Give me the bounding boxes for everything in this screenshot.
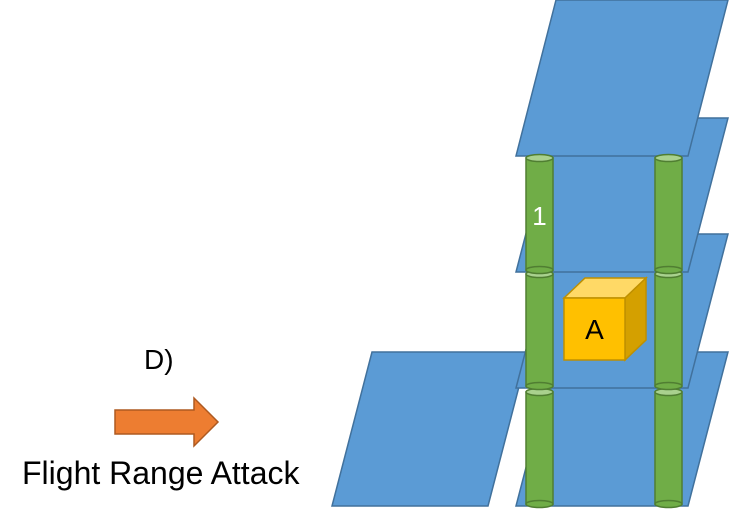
attack-caption: Flight Range Attack [22,455,300,491]
pillar-lower-right [654,387,683,509]
cube-label: A [585,314,604,345]
pillar-middle-left [525,269,554,391]
pillar-middle-right [654,269,683,391]
ground-platform-left [331,351,529,507]
pillar-number-label: 1 [532,201,546,231]
tower-top-platform [515,0,729,157]
pillar-upper-left [525,153,554,275]
pillar-lower-left [525,387,554,509]
attack-direction-arrow-icon [114,396,220,448]
cube-a: A [562,276,648,362]
step-label: D) [144,344,174,375]
pillar-upper-right [654,153,683,275]
